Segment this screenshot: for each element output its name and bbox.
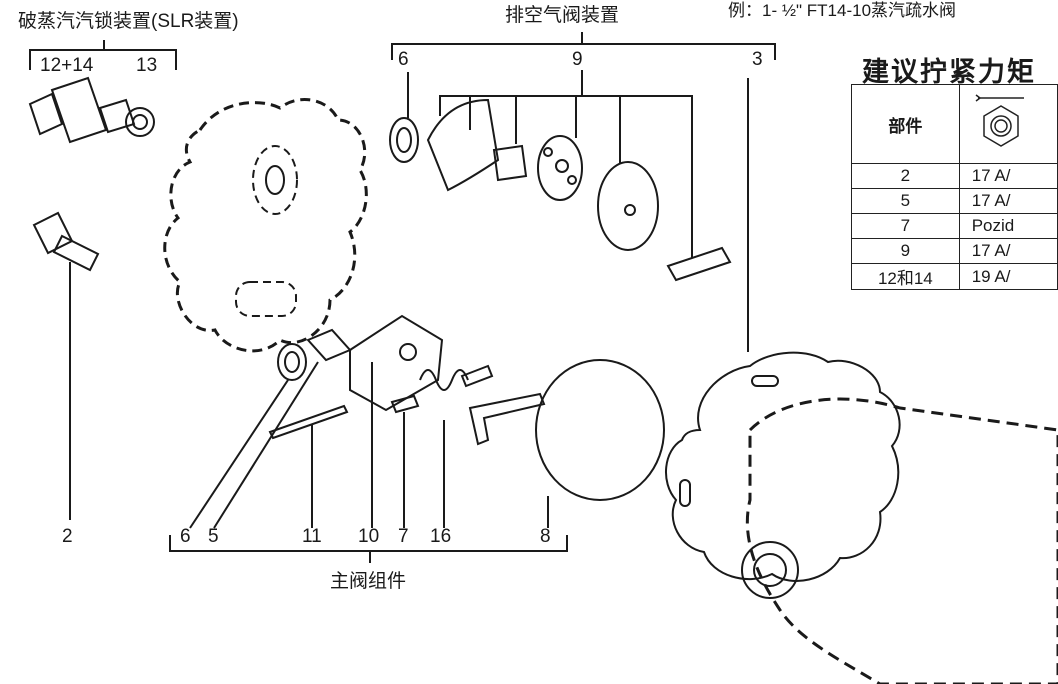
body-gasket-part-3: [664, 351, 901, 582]
col-nut-icon-header: [958, 84, 1058, 164]
value-cell: Pozid: [958, 213, 1058, 239]
pin-part-11: [268, 404, 349, 440]
vent-bracket: [391, 32, 776, 60]
bolt-part-2: [32, 211, 100, 272]
value-cell: 19 A/: [958, 263, 1058, 290]
label-main-5: 5: [208, 526, 219, 547]
label-vent-3: 3: [752, 49, 763, 70]
value-cell: 17 A/: [958, 188, 1058, 214]
valve-body: [745, 397, 1058, 684]
cover-gasket: [163, 98, 368, 353]
table-row: 9 17 A/: [851, 238, 1058, 264]
part-cell: 2: [851, 163, 960, 189]
hex-nut-icon: [975, 93, 1024, 147]
slr-heading: 破蒸汽汽锁装置(SLR装置): [18, 11, 239, 32]
float-part-8: [535, 359, 665, 501]
table-header-row: 部件: [851, 84, 1058, 164]
vent-heading: 排空气阀装置: [505, 5, 620, 26]
label-main-7: 7: [398, 526, 409, 547]
value-cell: 17 A/: [958, 238, 1058, 264]
label-main-11: 11: [302, 526, 322, 547]
value-cell: 17 A/: [958, 163, 1058, 189]
label-2: 2: [62, 526, 73, 547]
label-vent-9: 9: [572, 49, 583, 70]
label-main-16: 16: [430, 526, 452, 547]
table-row: 7 Pozid: [851, 213, 1058, 239]
table-row: 12和14 19 A/: [851, 263, 1058, 290]
label-13: 13: [136, 55, 158, 76]
label-main-8: 8: [540, 526, 551, 547]
slr-bracket: [29, 40, 177, 70]
part-cell: 12和14: [851, 263, 960, 290]
table-row: 5 17 A/: [851, 188, 1058, 214]
part-cell: 5: [851, 188, 960, 214]
part-cell: 7: [851, 213, 960, 239]
vent-assembly-parts: [389, 70, 732, 282]
label-vent-6: 6: [398, 49, 409, 70]
main-assembly-heading: 主阀组件: [330, 571, 407, 592]
top-note: 例：1- ½" FT14-10蒸汽疏水阀: [728, 1, 957, 20]
label-main-10: 10: [358, 526, 380, 547]
main-bracket: [169, 535, 568, 563]
table-row: 2 17 A/: [851, 163, 1058, 189]
torque-table: 部件 2 17 A/ 5 17 A/ 7 Pozid 9 17 A/ 12: [851, 84, 1058, 290]
label-12-14: 12+14: [40, 55, 94, 76]
torque-title: 建议拧紧力矩: [862, 57, 1036, 87]
part-cell: 9: [851, 238, 960, 264]
label-main-6: 6: [180, 526, 191, 547]
slr-device: [28, 76, 155, 144]
col-part-header: 部件: [851, 84, 960, 164]
